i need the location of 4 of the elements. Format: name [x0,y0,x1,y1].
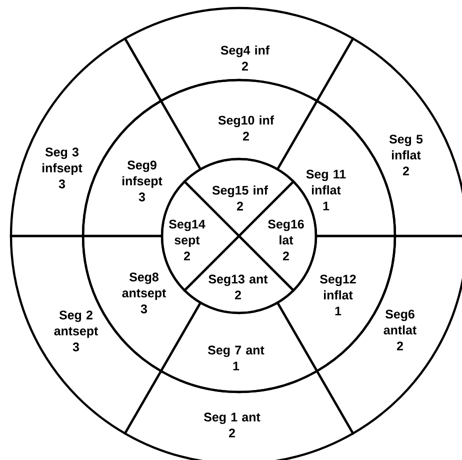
segment: Seg 7 ant 1 [160,302,318,394]
segment: Seg4 inf 2 [124,6,354,102]
segment: Seg10 inf 2 [160,78,318,170]
segment: Seg 1 ant 2 [124,370,354,460]
